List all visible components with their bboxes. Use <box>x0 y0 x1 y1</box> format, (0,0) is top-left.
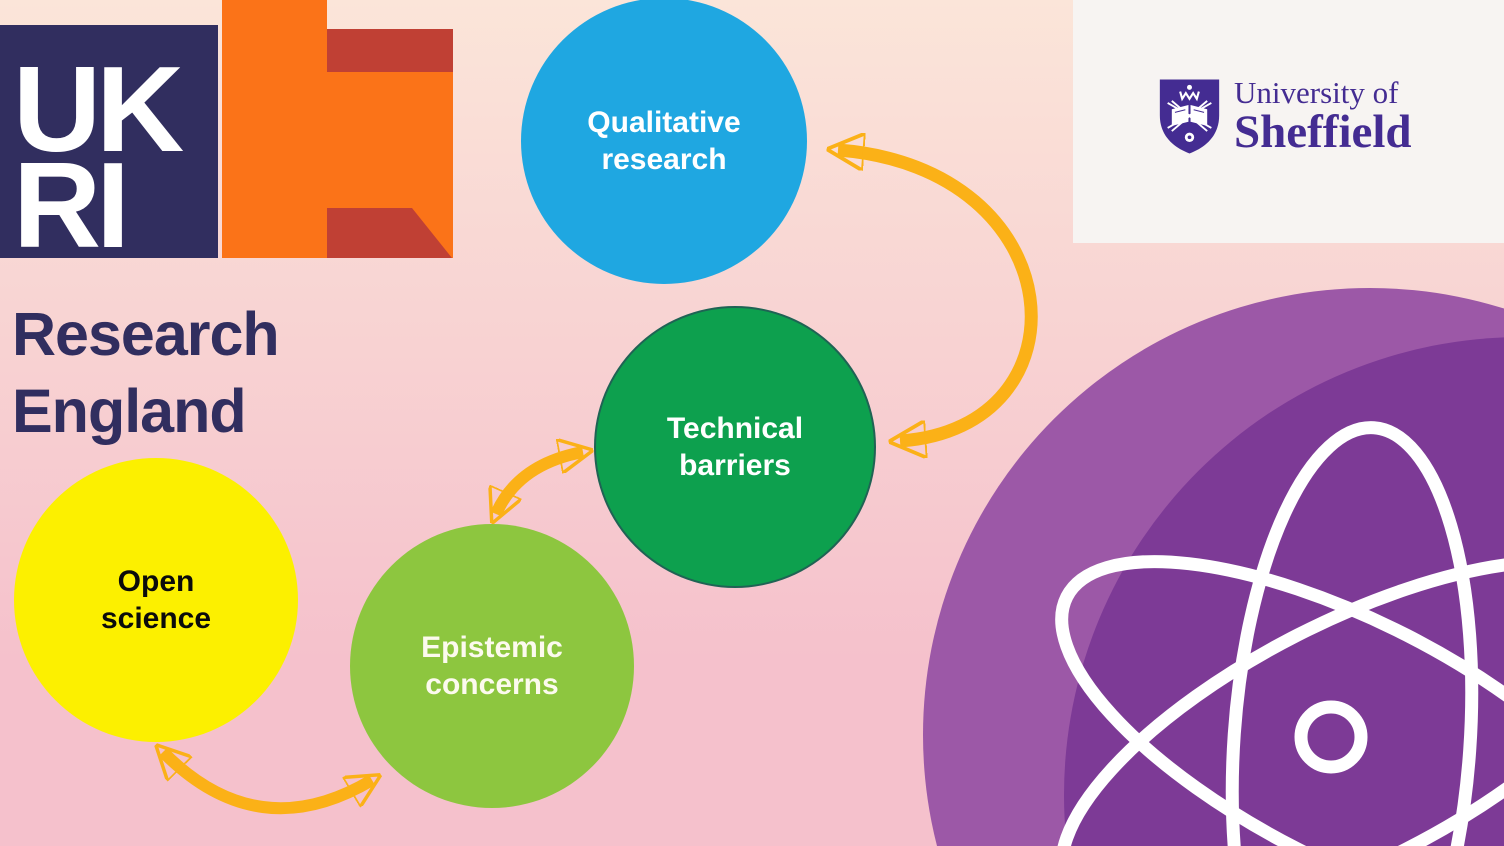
bubble-label: Technical barriers <box>666 412 804 482</box>
bubble-epistemic-concerns: Epistemic concerns <box>350 524 634 808</box>
bubble-label: Qualitative research <box>587 106 741 176</box>
ukri-letters: UK RI <box>13 41 184 273</box>
sheffield-line1: University of <box>1234 75 1399 110</box>
sheffield-line2: Sheffield <box>1234 106 1412 158</box>
purple-outer-circle <box>923 288 1504 846</box>
research-england-wordmark: Research England <box>12 296 280 450</box>
bubble-label: Open science <box>100 565 212 635</box>
bubble-technical-barriers: Technical barriers <box>594 306 876 588</box>
research-england-line2: England <box>12 377 247 445</box>
research-england-line1: Research <box>12 300 280 368</box>
sheffield-crest-icon <box>1159 79 1220 153</box>
sheffield-logo: University of Sheffield <box>1073 0 1504 243</box>
ukri-letters-line2: RI <box>13 137 130 273</box>
connector-technical-epistemic <box>496 452 583 514</box>
purple-inner-circle <box>1064 337 1504 846</box>
bubble-label: Epistemic concerns <box>421 631 563 701</box>
connector-open-epistemic <box>163 752 372 815</box>
bubble-open-science: Open science <box>14 458 298 742</box>
bubble-qualitative-research: Qualitative research <box>521 0 807 284</box>
sheffield-wordmark: University of Sheffield <box>1234 75 1412 158</box>
ukri-letters-line1: UK <box>13 41 184 177</box>
research-england-mark-column <box>222 0 327 258</box>
sheffield-logo-inner: University of Sheffield <box>1158 75 1412 158</box>
research-england-mark-red-bar <box>327 29 453 72</box>
atom-nucleus <box>1294 700 1368 774</box>
atom-icon <box>1055 421 1504 846</box>
ukri-navy-square: UK RI <box>0 25 218 273</box>
